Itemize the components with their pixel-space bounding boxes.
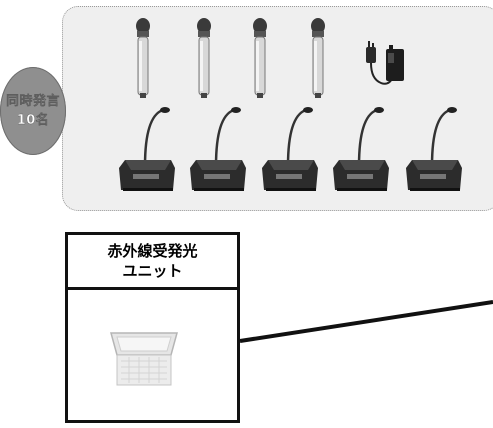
gooseneck-mic-unit-icon	[119, 107, 175, 191]
handheld-mic-icon	[136, 18, 150, 98]
bodypack-transmitter-icon	[366, 41, 404, 85]
gooseneck-mic-unit-icon	[190, 107, 246, 191]
handheld-mic-icon	[311, 18, 325, 98]
gooseneck-mic-unit-icon	[262, 107, 318, 191]
gooseneck-mic-unit-icon	[406, 107, 462, 191]
ir-unit-title: 赤外線受発光 ユニット	[68, 235, 237, 290]
handheld-mic-icon	[197, 18, 211, 98]
ir-unit-title-line1: 赤外線受発光	[107, 242, 198, 260]
badge-line2: 10名	[16, 113, 50, 128]
simultaneous-speakers-badge: 同時発言 10名	[0, 67, 66, 155]
badge-line1: 同時発言	[5, 94, 60, 109]
ir-transceiver-unit: 赤外線受発光 ユニット	[65, 232, 240, 423]
handheld-mic-icon	[253, 18, 267, 98]
gooseneck-mic-unit-icon	[333, 107, 389, 191]
ir-transceiver-icon	[110, 332, 178, 386]
wireless-device-panel	[62, 6, 493, 211]
ir-unit-title-line2: ユニット	[122, 262, 183, 280]
